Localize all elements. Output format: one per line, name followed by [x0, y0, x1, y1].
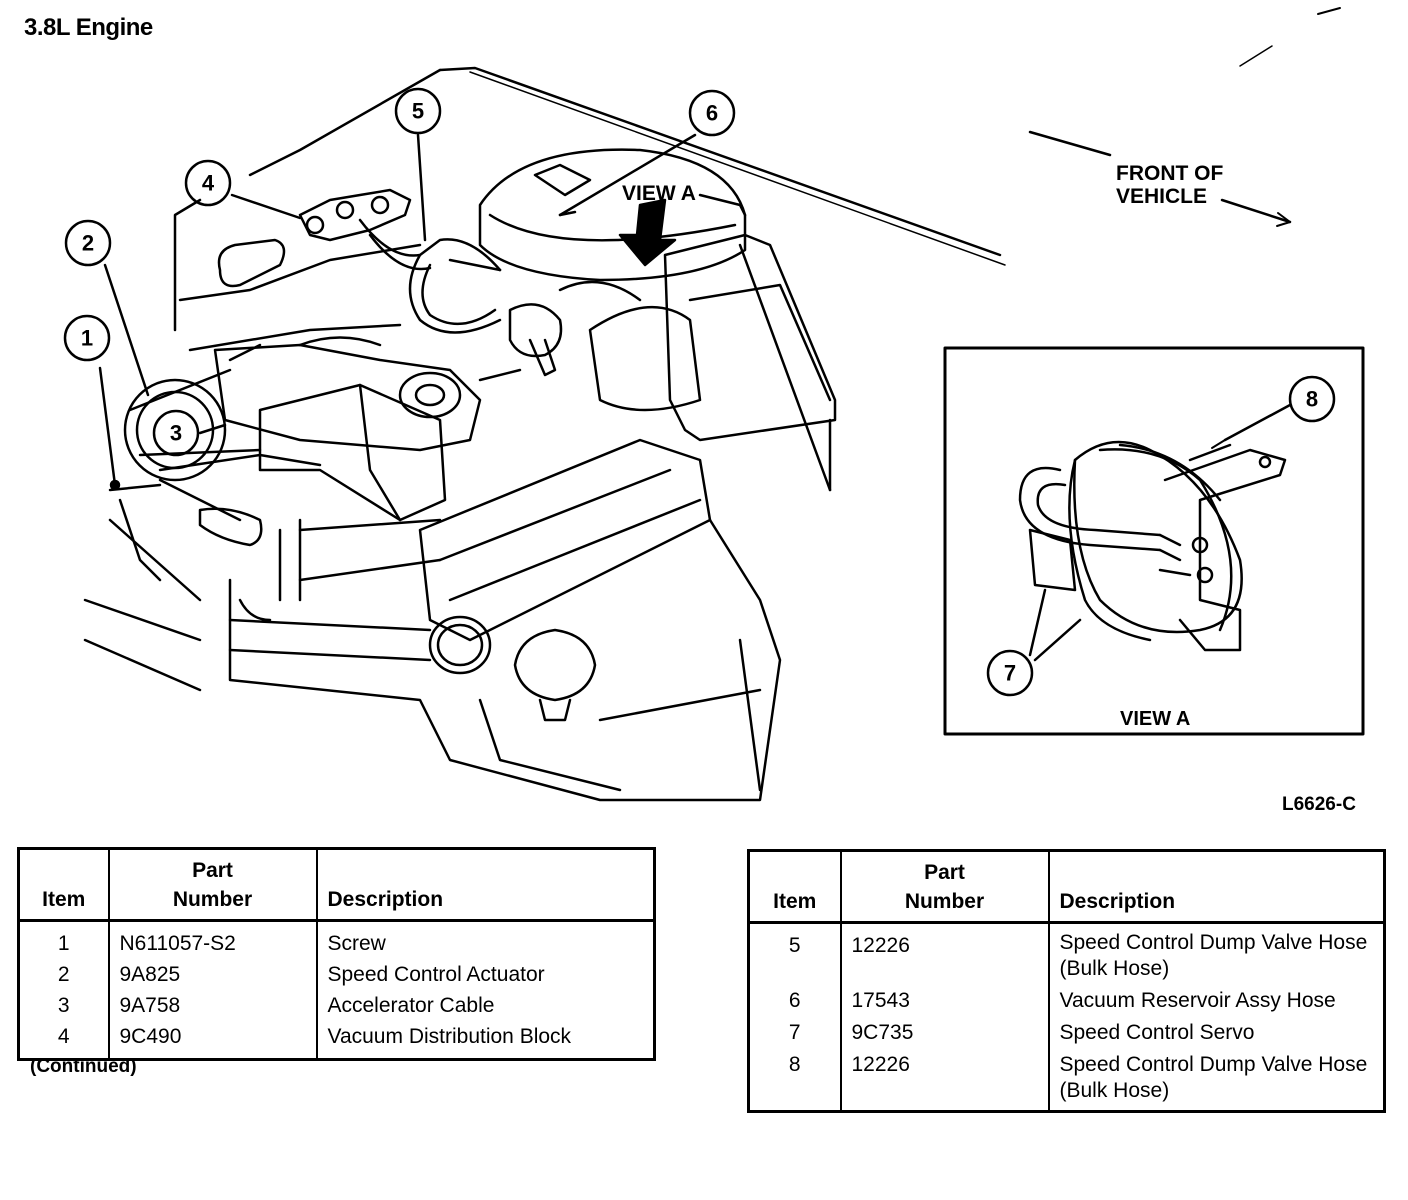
- leader-7a: [1028, 588, 1047, 657]
- part-description: Speed Control Dump Valve Hose (Bulk Hose…: [1059, 1052, 1368, 1102]
- vacuum-hose: [358, 218, 502, 272]
- item-number: 2: [18, 958, 110, 990]
- fender: [178, 243, 422, 302]
- part-description: Speed Control Dump Valve Hose (Bulk Hose…: [1059, 930, 1368, 980]
- callout-5-circle: [394, 87, 442, 135]
- continued-note: (Continued): [30, 1056, 137, 1077]
- view-a-inset-frame: [943, 346, 1365, 736]
- item-number: 3: [18, 989, 110, 1021]
- air-box: [663, 233, 837, 442]
- oil-cap: [513, 628, 597, 702]
- table-row: 4 9C490 Vacuum Distribution Block: [18, 1020, 655, 1060]
- part-description: Screw: [327, 931, 386, 955]
- callout-7-circle: [986, 649, 1034, 697]
- callout-7: 7: [1004, 661, 1016, 686]
- item-number: 7: [748, 1016, 842, 1049]
- air-cleaner: [478, 148, 747, 282]
- part-number: 17543: [840, 984, 1050, 1017]
- part-number: 9A758: [108, 989, 318, 1021]
- part-description: Vacuum Reservoir Assy Hose: [1059, 988, 1336, 1012]
- callout-6-circle: [688, 89, 736, 137]
- part-number: N611057-S2: [108, 920, 318, 959]
- front-label-line1: FRONT OF: [1116, 162, 1223, 185]
- item-number: 1: [18, 920, 110, 959]
- part-number: 9A825: [108, 958, 318, 990]
- item-number: 4: [18, 1020, 110, 1060]
- callout-1: 1: [81, 326, 93, 351]
- part-number: 12226: [840, 922, 1050, 985]
- part-description: Speed Control Servo: [1059, 1020, 1255, 1044]
- view-a-arrow-label: VIEW A: [622, 182, 696, 205]
- table-row: 2 9A825 Speed Control Actuator: [18, 958, 655, 990]
- callout-3-circle: [152, 409, 200, 457]
- intake-manifold: [418, 438, 712, 642]
- figure-code: L6626-C: [1282, 794, 1356, 815]
- accelerator-cable: [158, 478, 242, 522]
- table-row: 3 9A758 Accelerator Cable: [18, 989, 655, 1021]
- cowl-line: [438, 66, 1002, 257]
- part-number: 9C735: [840, 1016, 1050, 1049]
- leader-5: [416, 133, 427, 242]
- header-description: Description: [316, 848, 655, 922]
- leader-7b: [1033, 618, 1082, 662]
- header-item: Item: [18, 848, 110, 922]
- table-row: 7 9C735 Speed Control Servo: [748, 1016, 1385, 1049]
- page-title: 3.8L Engine: [24, 14, 153, 41]
- part-number: 9C490: [108, 1020, 318, 1060]
- table-row: 8 12226 Speed Control Dump Valve Hose (B…: [748, 1048, 1385, 1112]
- header-description: Description: [1048, 850, 1385, 924]
- leader-2: [103, 263, 150, 397]
- distribution-block: [298, 188, 412, 242]
- view-a-arrow: [618, 198, 677, 267]
- item-number: 5: [748, 922, 842, 985]
- callout-2-circle: [64, 219, 112, 267]
- part-description: Vacuum Distribution Block: [327, 1024, 572, 1048]
- leader-4: [230, 193, 302, 220]
- part-description: Accelerator Cable: [327, 993, 495, 1017]
- item-number: 8: [748, 1048, 842, 1112]
- leader-6: [558, 133, 697, 217]
- table-row: 5 12226 Speed Control Dump Valve Hose (B…: [748, 922, 1385, 985]
- callout-8: 8: [1306, 387, 1318, 412]
- leader-8: [1223, 403, 1292, 442]
- callout-4: 4: [202, 171, 215, 196]
- front-label-line2: VEHICLE: [1116, 185, 1207, 208]
- pulley: [123, 378, 227, 482]
- item-number: 6: [748, 984, 842, 1017]
- inset-title: VIEW A: [1120, 708, 1190, 730]
- leader-3: [198, 423, 227, 435]
- part-number: 12226: [840, 1048, 1050, 1112]
- table-row: 6 17543 Vacuum Reservoir Assy Hose: [748, 984, 1385, 1017]
- callout-1-circle: [63, 314, 111, 362]
- leader-1: [98, 366, 117, 487]
- callout-5: 5: [412, 99, 424, 124]
- callout-8-circle: [1288, 375, 1336, 423]
- callout-2: 2: [82, 231, 94, 256]
- front-arrow-line: [1028, 130, 1112, 157]
- table-row: 1 N611057-S2 Screw: [18, 920, 655, 959]
- callout-3: 3: [170, 421, 182, 446]
- throttle-body: [213, 343, 482, 452]
- callout-6: 6: [706, 101, 718, 126]
- header-item: Item: [748, 850, 842, 924]
- callout-4-circle: [184, 159, 232, 207]
- part-description: Speed Control Actuator: [327, 962, 545, 986]
